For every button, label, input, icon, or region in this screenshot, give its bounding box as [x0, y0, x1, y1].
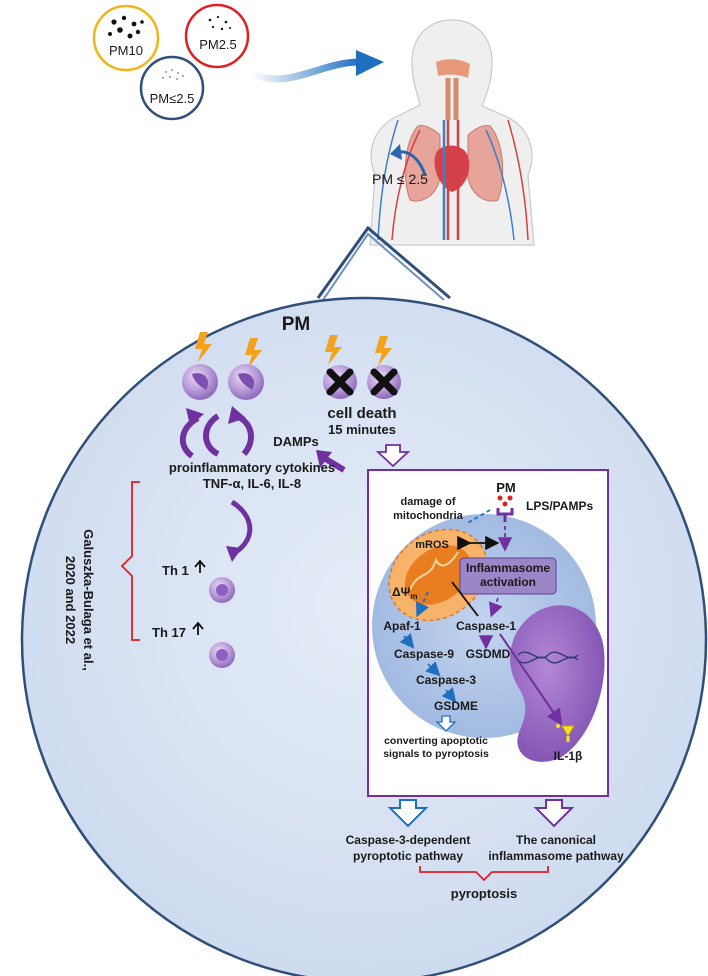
red-bracket-bottom	[419, 866, 549, 882]
pm25-label: PM2.5	[199, 37, 237, 52]
damage-link	[465, 509, 491, 525]
human-body-illustration	[369, 19, 535, 246]
il1b-label: IL-1β	[554, 749, 583, 763]
cytokines-list: TNF-α, IL-6, IL-8	[203, 476, 301, 491]
pmle25-label: PM≤2.5	[150, 91, 195, 106]
zoom-cone	[316, 225, 451, 301]
svg-text:Inflammasome: Inflammasome	[466, 561, 550, 575]
gsdme-label: GSDME	[434, 699, 478, 713]
body-pm-label: PM ≤ 2.5	[372, 171, 428, 187]
damps-label: DAMPs	[273, 434, 319, 449]
damage-label-1: damage of	[400, 496, 455, 508]
th1-label: Th 1	[162, 563, 189, 578]
caspase1-to-il1b	[499, 633, 563, 726]
cytokine-arrowheads	[186, 406, 246, 426]
gsdmd-label: GSDMD	[466, 647, 511, 661]
inflammasome-box	[459, 557, 557, 595]
svg-text:activation: activation	[480, 575, 536, 589]
pmle25-particle-circle: PM≤2.5	[139, 55, 205, 121]
pm25-particle-circle: PM2.5	[184, 3, 250, 69]
svg-text:2020 and 2022: 2020 and 2022	[63, 556, 78, 644]
curved-blue-arrow	[390, 144, 427, 176]
svg-text:Galuszka-Bulaga et al.,: Galuszka-Bulaga et al.,	[81, 529, 96, 671]
th17-up-arrow	[192, 621, 204, 635]
inhalation-arrow	[248, 50, 384, 83]
lightning-bolts	[195, 332, 392, 368]
damage-label-2: mitochondria	[393, 510, 464, 522]
pm10-label: PM10	[109, 43, 143, 58]
red-bracket-left	[120, 481, 140, 641]
immune-cells-left	[182, 364, 264, 400]
left-pathway-label-1: Caspase-3-dependent	[346, 833, 471, 847]
inset-pm-label: PM	[496, 480, 516, 495]
caspase3-pathway-arrow	[387, 799, 429, 828]
time-label: 15 minutes	[328, 422, 396, 437]
cell-death-down-arrow	[375, 444, 411, 468]
dead-cells	[323, 365, 401, 399]
right-pathway-label-2: inflammasome pathway	[488, 849, 624, 863]
apaf-label: Apaf-1	[383, 619, 421, 633]
inflammasome-to-caspase1	[489, 597, 503, 618]
right-pathway-label-1: The canonical	[516, 833, 596, 847]
converting-label-2: signals to pyroptosis	[383, 748, 489, 760]
caspase1-label: Caspase-1	[456, 619, 516, 633]
il1b-symbol	[556, 724, 575, 742]
pm10-particle-circle: PM10	[92, 4, 160, 72]
nucleus	[510, 605, 605, 762]
tlr-receptor	[496, 508, 514, 522]
left-pathway-label-2: pyroptotic pathway	[353, 849, 463, 863]
cell-pm-title: PM	[282, 314, 311, 335]
caspase9-label: Caspase-9	[394, 647, 454, 661]
th17-label: Th 17	[152, 625, 186, 640]
mito-to-caspase1-line	[451, 581, 479, 617]
cell-death-label: cell death	[327, 405, 396, 422]
mros-label: mROS	[415, 539, 449, 551]
delta-psi-label: ΔΨm	[392, 585, 417, 601]
cell-background	[20, 296, 708, 976]
converting-arrow	[435, 715, 457, 732]
caspase3-label: Caspase-3	[416, 673, 476, 687]
converting-label-1: converting apoptotic	[384, 735, 488, 747]
cytokines-title: proinflammatory cytokines	[169, 460, 335, 475]
citation-rotated: Galuszka-Bulaga et al., 2020 and 2022	[63, 529, 96, 671]
th1-up-arrow	[194, 559, 206, 573]
lps-label: LPS/PAMPs	[526, 499, 593, 513]
canonical-pathway-arrow	[533, 799, 575, 828]
cytokine-to-th-arrow	[226, 499, 253, 562]
pyroptosis-label: pyroptosis	[451, 886, 517, 901]
damps-arrow	[316, 450, 346, 473]
lps-receptor-dots	[497, 495, 513, 507]
